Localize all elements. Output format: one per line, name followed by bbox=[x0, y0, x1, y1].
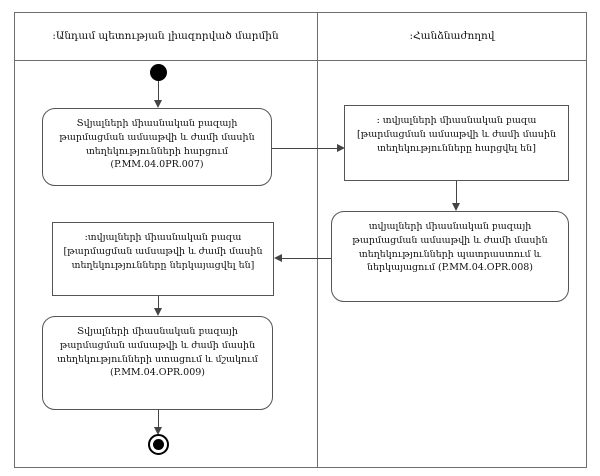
edge-request-to-db-requested bbox=[272, 148, 341, 149]
arrowhead-down-icon bbox=[153, 308, 162, 316]
swimlane-header-member-state-body: :Անդամ պետության լիազորված մարմին bbox=[14, 12, 317, 60]
edge-db-presented-to-receive bbox=[158, 296, 159, 314]
action-node-prepare-label: տվյալների միասնական բազայի թարմացման ամս… bbox=[352, 221, 548, 274]
lane-header-separator bbox=[14, 60, 587, 61]
action-node-request[interactable]: Տվյալների միասնական բազայի թարմացման ամս… bbox=[42, 108, 272, 186]
final-node-icon bbox=[148, 434, 169, 455]
arrowhead-down-icon bbox=[153, 427, 162, 435]
object-node-db-requested[interactable]: : տվյալների միասնական բազա [թարմացման ամ… bbox=[344, 105, 569, 181]
edge-start-to-request bbox=[158, 81, 159, 103]
object-node-db-presented[interactable]: :տվյալների միասնական բազա [թարմացման ամս… bbox=[52, 222, 274, 296]
swimlane-header-commission: :Հանձնաժողով bbox=[317, 12, 587, 60]
object-node-db-requested-label: : տվյալների միասնական բազա [թարմացման ամ… bbox=[357, 115, 556, 154]
initial-node-icon bbox=[150, 64, 167, 81]
object-node-db-presented-label: :տվյալների միասնական բազա [թարմացման ամս… bbox=[63, 232, 263, 271]
swimlane-title-right: :Հանձնաժողով bbox=[409, 29, 495, 42]
action-node-request-label: Տվյալների միասնական բազայի թարմացման ամս… bbox=[59, 118, 255, 171]
edge-receive-to-end bbox=[158, 410, 159, 432]
action-node-receive[interactable]: Տվյալների միասնական բազայի թարմացման ամս… bbox=[42, 316, 273, 410]
arrowhead-left-icon bbox=[274, 253, 282, 262]
arrowhead-down-icon bbox=[451, 203, 460, 211]
edge-prepare-to-db-presented bbox=[278, 258, 331, 259]
action-node-prepare[interactable]: տվյալների միասնական բազայի թարմացման ամս… bbox=[331, 211, 569, 302]
swimlane-title-left: :Անդամ պետության լիազորված մարմին bbox=[52, 29, 279, 42]
arrowhead-down-icon bbox=[153, 100, 162, 108]
action-node-receive-label: Տվյալների միասնական բազայի թարմացման ամս… bbox=[57, 326, 258, 379]
swimlane-divider bbox=[317, 12, 318, 468]
edge-db-requested-to-prepare bbox=[456, 181, 457, 207]
arrowhead-right-icon bbox=[337, 143, 345, 152]
